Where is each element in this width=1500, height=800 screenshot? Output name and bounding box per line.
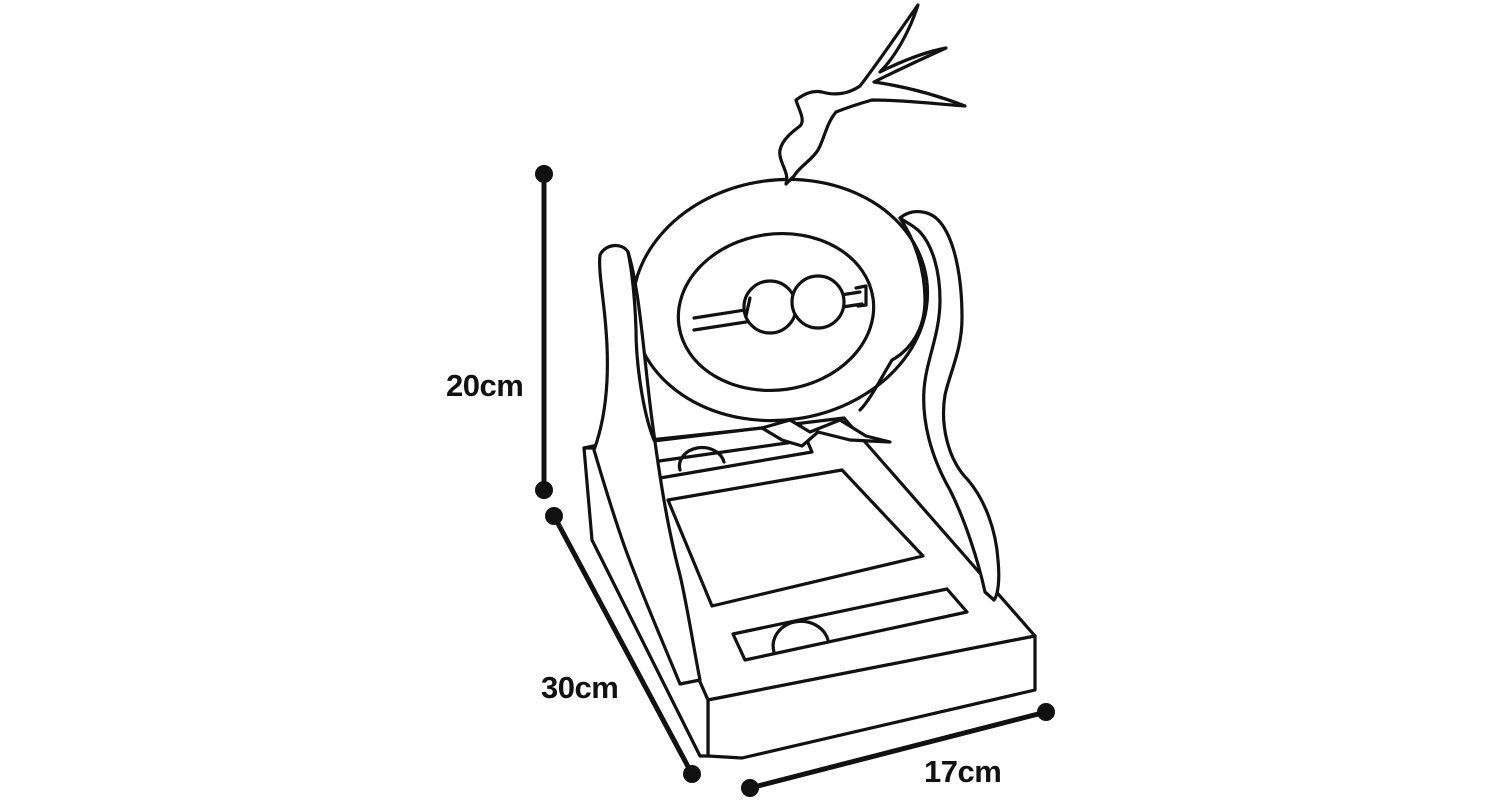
- rotating-wheel: [630, 177, 930, 423]
- height-dimension: [535, 165, 553, 499]
- width-label: 17cm: [924, 754, 1002, 789]
- depth-label: 30cm: [541, 670, 619, 705]
- right-upright: [858, 210, 1001, 602]
- left-upright: [592, 244, 702, 686]
- depth-dimension: [545, 507, 701, 783]
- width-dimension: [741, 703, 1055, 797]
- wheel-bottom-clip: [760, 418, 892, 448]
- base-board: [582, 416, 1037, 760]
- feather-toy: [778, 3, 967, 186]
- height-label: 20cm: [446, 368, 524, 403]
